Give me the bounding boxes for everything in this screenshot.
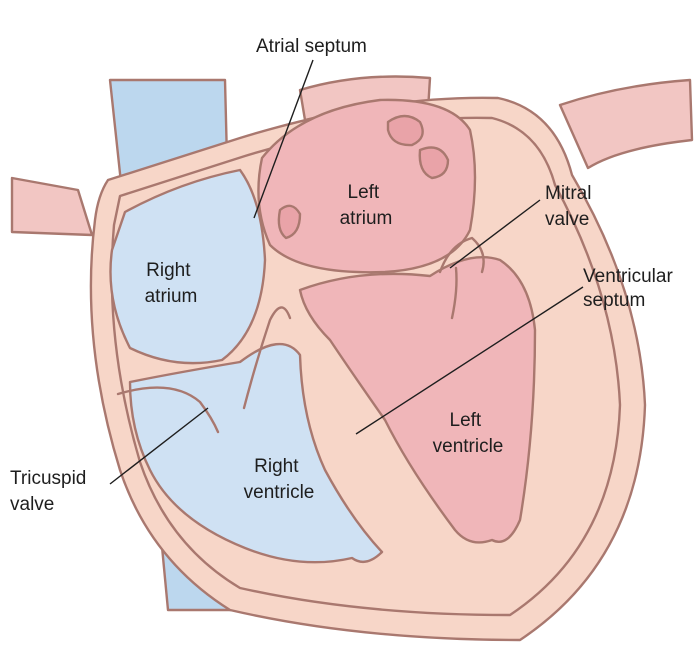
leader-ventricular-septum bbox=[355, 286, 584, 435]
label-ventricular-septum-line2: septum bbox=[583, 290, 645, 311]
label-right-ventricle: Right ventricle bbox=[244, 456, 315, 503]
label-ventricular-septum: Ventricular septum bbox=[583, 266, 678, 311]
mitral-leaflet-2 bbox=[450, 266, 458, 320]
pulmonary-vein-right bbox=[558, 78, 694, 170]
label-left-ventricle: Left ventricle bbox=[433, 410, 504, 457]
label-mitral-valve-line2: valve bbox=[545, 209, 589, 230]
label-right-ventricle-line2: ventricle bbox=[244, 482, 315, 503]
left-atrium-chamber bbox=[257, 98, 477, 274]
pulmonary-vein-opening-1 bbox=[386, 114, 424, 147]
pulmonary-artery-left bbox=[10, 176, 94, 237]
label-mitral-valve: Mitral valve bbox=[545, 183, 597, 230]
label-right-atrium-line2: atrium bbox=[145, 286, 198, 307]
pulmonary-vein-opening-3 bbox=[277, 204, 302, 240]
label-atrial-septum: Atrial septum bbox=[256, 36, 367, 57]
label-left-ventricle-line2: ventricle bbox=[433, 436, 504, 457]
leader-atrial-septum bbox=[253, 59, 314, 219]
label-tricuspid-valve-line1: Tricuspid bbox=[10, 468, 86, 489]
label-mitral-valve-line1: Mitral bbox=[545, 183, 591, 204]
tricuspid-leaflet-2 bbox=[242, 306, 292, 410]
label-left-atrium-line2: atrium bbox=[340, 208, 393, 229]
mitral-leaflet-1 bbox=[438, 236, 485, 274]
label-right-ventricle-line1: Right bbox=[254, 456, 299, 477]
right-atrium-chamber bbox=[109, 168, 267, 365]
tricuspid-leaflet-1 bbox=[116, 386, 220, 434]
heart-inner-wall bbox=[110, 116, 622, 617]
leader-tricuspid-valve bbox=[109, 407, 209, 485]
label-right-atrium: Right atrium bbox=[145, 260, 198, 307]
label-left-atrium: Left atrium bbox=[340, 182, 393, 229]
pulmonary-vein-opening-2 bbox=[418, 146, 450, 180]
leader-mitral-valve bbox=[449, 199, 541, 269]
label-left-ventricle-line1: Left bbox=[450, 410, 482, 431]
label-right-atrium-line1: Right bbox=[146, 260, 191, 281]
label-tricuspid-valve-line2: valve bbox=[10, 494, 54, 515]
label-tricuspid-valve: Tricuspid valve bbox=[10, 468, 92, 515]
label-ventricular-septum-line1: Ventricular bbox=[583, 266, 673, 287]
label-left-atrium-line1: Left bbox=[348, 182, 380, 203]
